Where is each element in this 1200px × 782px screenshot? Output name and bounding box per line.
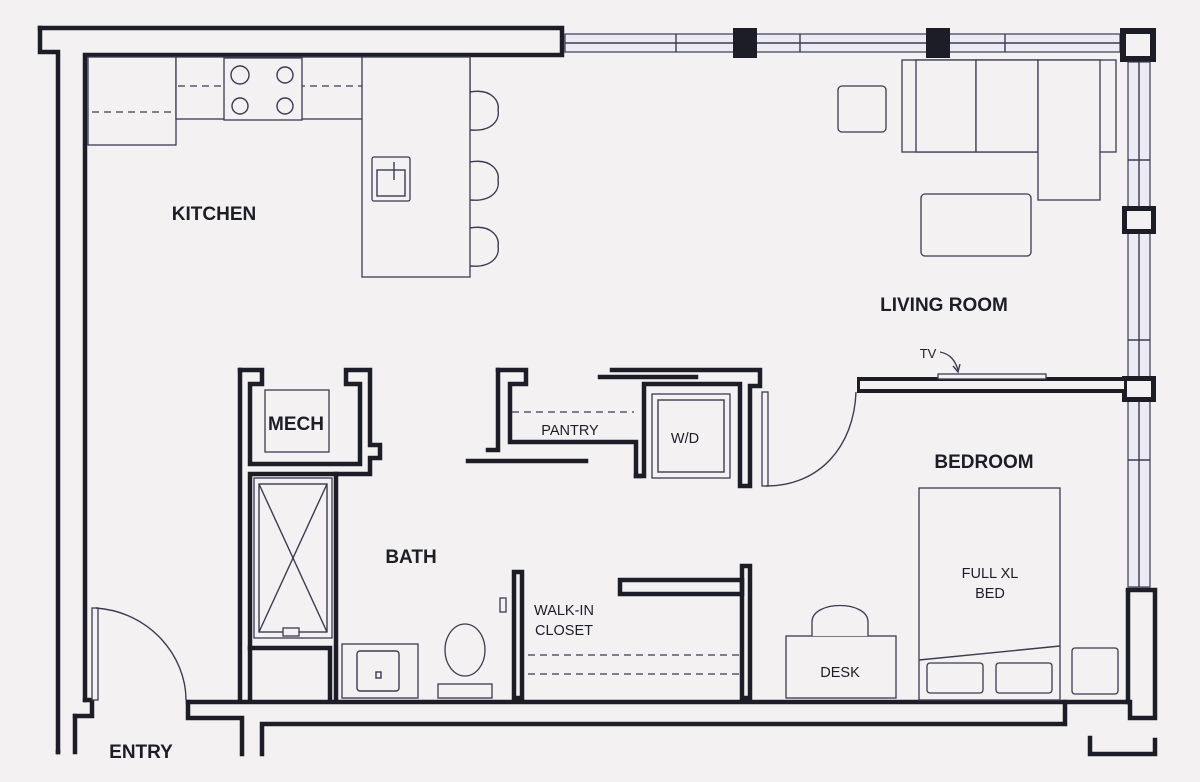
washer-dryer xyxy=(651,393,731,479)
tv-label: TV xyxy=(920,346,937,361)
walk-in-closet-label-line1: WALK-IN xyxy=(534,603,594,619)
walk-in-closet-label-line2: CLOSET xyxy=(535,623,593,639)
room-labels: KITCHEN LIVING ROOM BEDROOM BATH MECH EN… xyxy=(109,204,1033,763)
mech-label: MECH xyxy=(268,414,324,435)
bath-fixtures xyxy=(253,389,493,699)
desk-label: DESK xyxy=(820,665,860,681)
windows xyxy=(564,28,1156,588)
living-room-label: LIVING ROOM xyxy=(880,295,1008,316)
bath-label: BATH xyxy=(385,547,436,568)
washer-dryer-label: W/D xyxy=(671,431,699,447)
exterior-walls xyxy=(37,25,1158,757)
pantry-label: PANTRY xyxy=(541,423,599,439)
entry-label: ENTRY xyxy=(109,742,173,763)
interior-walls xyxy=(237,367,1131,705)
kitchen-label: KITCHEN xyxy=(172,204,256,225)
bed-label-line2: BED xyxy=(975,586,1005,602)
bedroom-furniture xyxy=(785,487,1119,701)
bed-label-line1: FULL XL xyxy=(962,566,1019,582)
kitchen-fixtures xyxy=(87,56,499,278)
closet-rods xyxy=(499,597,740,675)
bedroom-label: BEDROOM xyxy=(934,452,1033,473)
living-room-furniture xyxy=(837,59,1127,393)
doors xyxy=(91,391,857,701)
